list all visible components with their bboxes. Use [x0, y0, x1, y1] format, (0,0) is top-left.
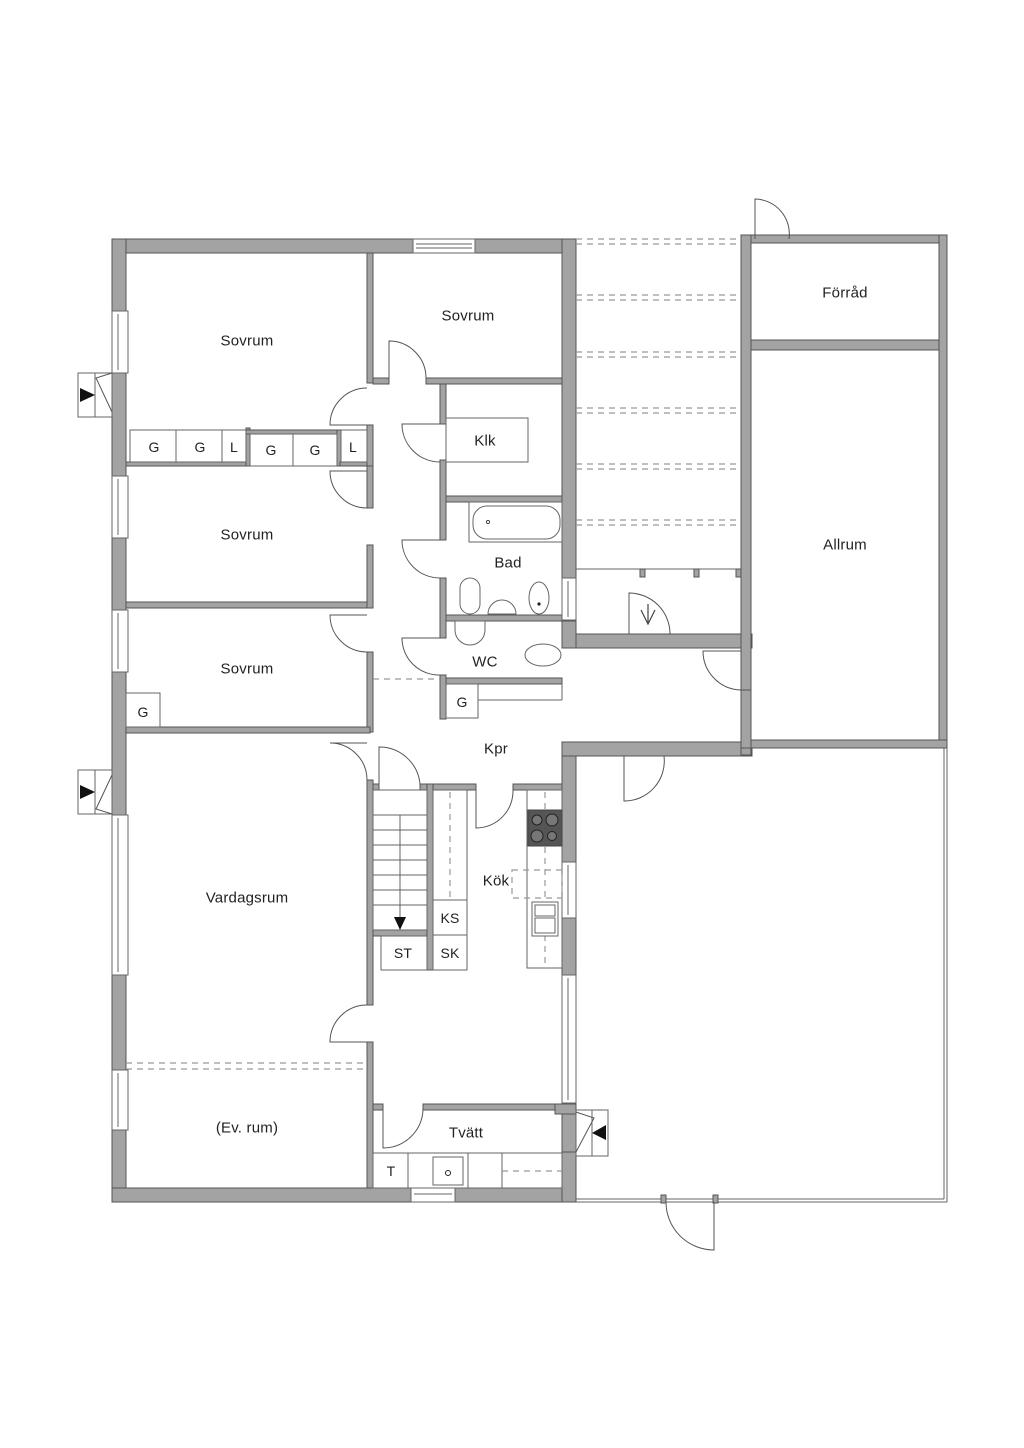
closet-label-g: G — [309, 442, 321, 458]
closet-label-g: G — [148, 439, 160, 455]
entrance-markers — [77, 372, 656, 1157]
room-label-vardagsrum: Vardagsrum — [205, 889, 289, 907]
room-label-bad: Bad — [494, 554, 522, 572]
stair-treads — [373, 814, 427, 906]
room-label-sovrum-2: Sovrum — [441, 307, 495, 325]
room-label-ev-rum: (Ev. rum) — [215, 1119, 279, 1137]
closet-label-l: L — [349, 439, 357, 455]
room-label-klk: Klk — [474, 432, 496, 450]
closet-label-g: G — [456, 694, 468, 710]
room-label-sovrum-3: Sovrum — [220, 526, 274, 544]
closet-label-ks: KS — [440, 910, 460, 926]
room-label-kpr: Kpr — [484, 740, 508, 758]
closet-label-g: G — [194, 439, 206, 455]
room-label-wc: WC — [472, 653, 498, 671]
room-label-forrad: Förråd — [822, 284, 868, 302]
closet-label-sk: SK — [440, 945, 460, 961]
closet-label-g: G — [265, 442, 277, 458]
room-label-sovrum-1: Sovrum — [220, 332, 274, 350]
closet-label-st: ST — [393, 945, 413, 961]
pergola-lines — [126, 238, 742, 1070]
room-label-allrum: Allrum — [823, 536, 867, 554]
closet-label-t: T — [386, 1163, 396, 1179]
room-label-tvatt: Tvätt — [448, 1124, 484, 1142]
windows — [111, 238, 577, 1203]
closet-label-l: L — [230, 439, 238, 455]
room-label-sovrum-4: Sovrum — [220, 660, 274, 678]
built-ins — [125, 417, 563, 1189]
closet-label-g: G — [137, 704, 149, 720]
terrace-outline — [576, 748, 948, 1204]
interior-walls — [125, 252, 752, 1203]
doors — [329, 198, 790, 1251]
room-label-kok: Kök — [482, 872, 510, 890]
